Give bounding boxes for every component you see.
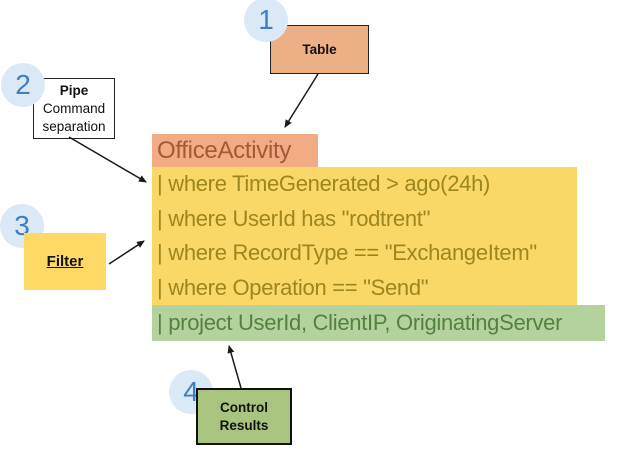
control-results-label-box: Control Results: [196, 388, 292, 445]
pipe-label-title: Pipe: [59, 82, 89, 98]
table-label-box: Table: [270, 25, 369, 74]
query-table-line: OfficeActivity: [152, 134, 318, 167]
query-filter-block: | where TimeGenerated > ago(24h) | where…: [152, 167, 577, 305]
callout-3-badge: 3: [0, 204, 44, 248]
control-results-label-line2: Results: [219, 417, 269, 433]
pipe-label-line2: Command: [42, 100, 106, 116]
filter-label: Filter: [46, 252, 84, 270]
callout-2-number: 2: [15, 69, 31, 100]
filter-label-box: Filter: [24, 233, 106, 290]
pipe-label-line3: separation: [42, 118, 106, 134]
callout-4-number: 4: [183, 376, 199, 407]
query-filter-line: | where Operation == "Send": [157, 274, 429, 300]
query-project-line: | project UserId, ClientIP, OriginatingS…: [152, 305, 605, 341]
control-results-label-line1: Control: [220, 399, 268, 415]
callout-2-badge: 2: [1, 63, 45, 107]
table-label: Table: [302, 41, 337, 57]
callout-1-badge: 1: [244, 0, 288, 42]
callout-3-number: 3: [14, 210, 30, 241]
pipe-label-box: Pipe Command separation: [33, 78, 115, 139]
callout-1-number: 1: [258, 4, 274, 35]
callout-4-badge: 4: [169, 370, 213, 414]
query-filter-line: | where UserId has "rodtrent": [157, 205, 431, 231]
arrow-table-to-query: [284, 73, 319, 128]
query-filter-line: | where TimeGenerated > ago(24h): [157, 171, 491, 196]
query-filter-line: | where RecordType == "ExchangeItem": [157, 240, 537, 265]
arrow-filter-to-query: [108, 240, 145, 265]
arrow-control-to-query: [227, 345, 242, 389]
arrow-pipe-to-query: [68, 136, 147, 183]
